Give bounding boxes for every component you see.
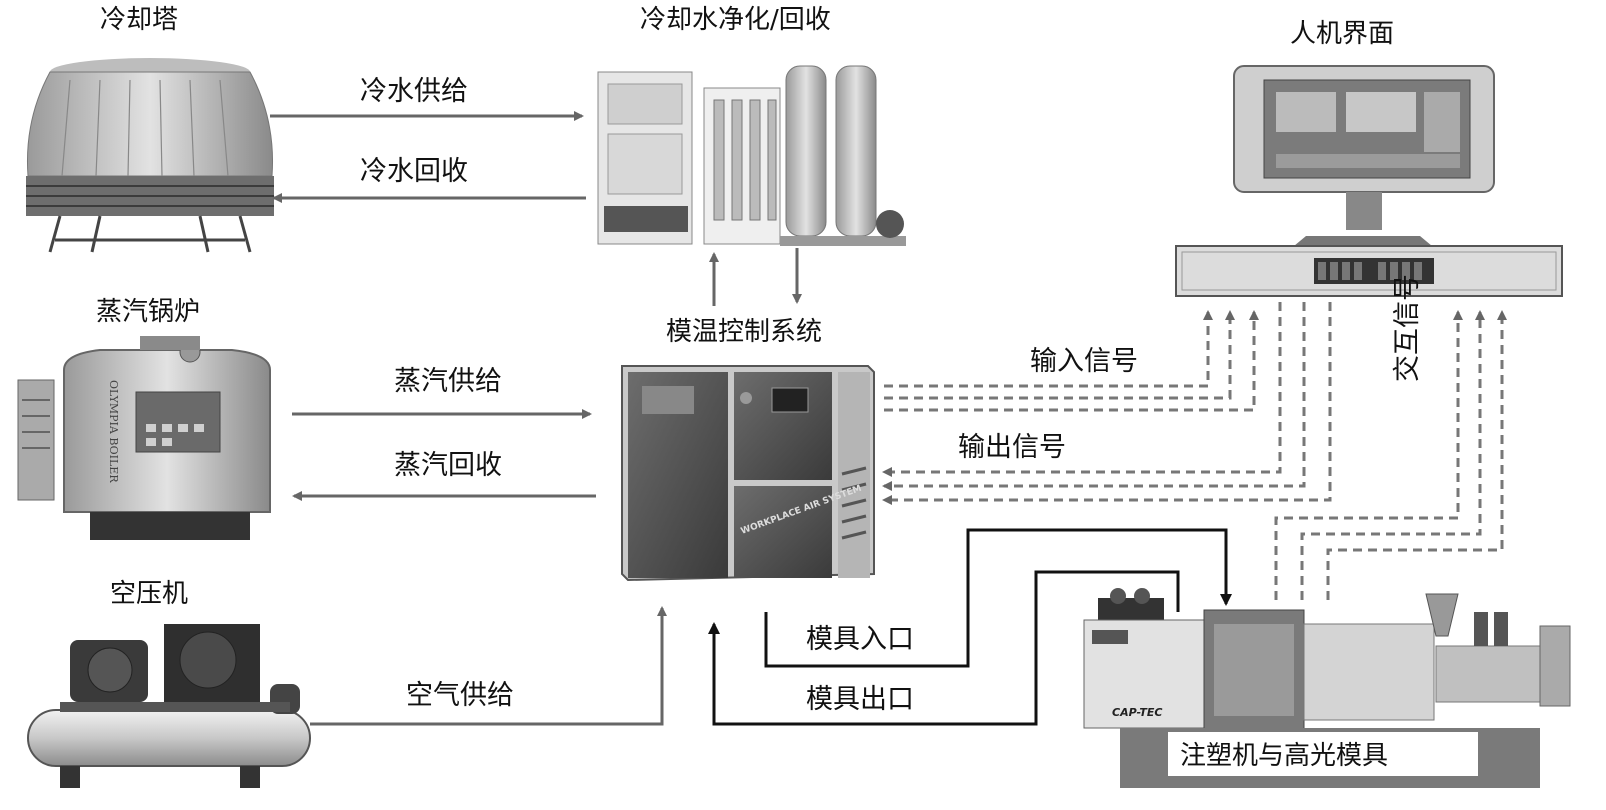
steam-return-label: 蒸汽回收 [394, 450, 502, 481]
hmi-image [1233, 65, 1495, 246]
interaction-signal-line-2 [1300, 310, 1485, 600]
mold-temp-controller-image: WORKPLACE AIR SYSTEM [621, 365, 875, 582]
output-signal-line-3 [882, 302, 1332, 505]
mold-inlet-label: 模具入口 [806, 624, 914, 655]
output-signal-line-1 [882, 302, 1282, 477]
input-signal-line-2 [884, 310, 1235, 400]
input-signal-line-1 [884, 310, 1213, 388]
water-purifier-image [597, 65, 906, 246]
air-supply-label: 空气供给 [406, 680, 514, 711]
output-signal-label: 输出信号 [958, 432, 1066, 463]
interaction-signal-line-1 [1274, 310, 1463, 600]
mold-outlet-arrow [708, 570, 1180, 726]
hmi-label: 人机界面 [1290, 19, 1394, 49]
air-supply-arrow [310, 606, 667, 726]
interaction-signal-line-3 [1326, 310, 1507, 600]
mold-temp-controller-label: 模温控制系统 [666, 317, 822, 347]
input-signal-line-3 [884, 310, 1259, 412]
cooling-tower-image [26, 58, 274, 253]
output-signal-line-2 [882, 302, 1306, 491]
cold-water-return-label: 冷水回收 [360, 156, 468, 187]
mold-inlet-arrow [764, 528, 1232, 668]
input-signal-label: 输入信号 [1030, 346, 1138, 377]
controller-rack-image [1175, 245, 1563, 297]
air-compressor-image [27, 624, 311, 788]
air-compressor-label: 空压机 [110, 579, 188, 609]
interaction-signal-label: 交互信号 [1392, 274, 1423, 382]
cooling-tower-label: 冷却塔 [100, 5, 178, 35]
cold-water-supply-label: 冷水供给 [360, 76, 468, 107]
injection-machine-label: 注塑机与高光模具 [1180, 741, 1388, 771]
steam-boiler-image: OLYMPIA BOILER [17, 336, 271, 540]
steam-supply-label: 蒸汽供给 [394, 366, 502, 397]
mold-outlet-label: 模具出口 [806, 684, 914, 715]
injection-brand-text: CAP-TEC [1112, 706, 1163, 719]
boiler-brand-text: OLYMPIA BOILER [107, 380, 120, 483]
water-purifier-label: 冷却水净化/回收 [640, 5, 831, 35]
steam-boiler-label: 蒸汽锅炉 [96, 297, 200, 327]
